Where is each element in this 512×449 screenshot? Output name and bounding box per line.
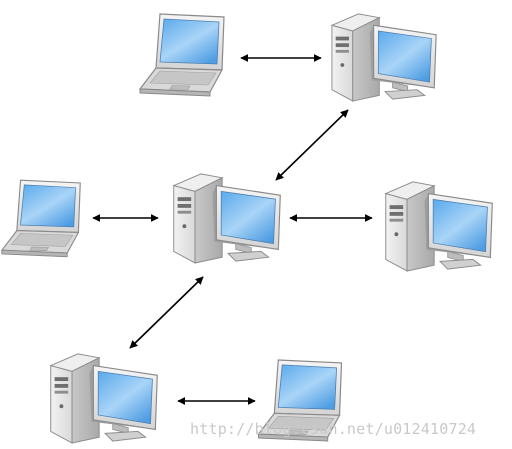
link-desktop-top-desktop-center	[275, 109, 349, 181]
laptop-icon	[139, 13, 225, 97]
desktop-icon	[173, 173, 281, 264]
desktop-icon	[331, 13, 437, 102]
link-desktop-center-desktop-bottom-left	[129, 276, 204, 349]
watermark: http://blog.csdn.net/u012410724	[190, 420, 477, 438]
laptop-icon	[1, 179, 81, 258]
desktop-icon	[50, 353, 158, 444]
desktop-icon	[385, 181, 493, 272]
